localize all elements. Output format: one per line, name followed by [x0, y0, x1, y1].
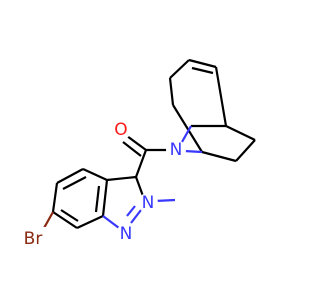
bond-c3-c4-double-a — [188, 58, 217, 69]
bond-c3-c4-double-b — [191, 66, 214, 75]
bond-c4-c5 — [214, 66, 228, 127]
oxygen-label: O — [114, 120, 127, 140]
bond-c1-c2 — [168, 77, 175, 106]
bond-c4-c5-b — [62, 176, 87, 190]
bond-c7-c8 — [201, 150, 237, 163]
bond-c3-c3a — [106, 175, 137, 182]
bond-c3a-c4 — [82, 168, 108, 181]
bond-n-c8 — [183, 149, 203, 154]
bond-n1-n2 — [130, 209, 142, 224]
bond-c3-n2 — [134, 176, 145, 197]
indazole-n1-label: N — [120, 224, 133, 244]
bond-c5-c6 — [51, 182, 59, 213]
bond-carbonyl-c-o-a — [126, 135, 147, 151]
molecule-canvas: O N N N Br — [18, 58, 256, 249]
bond-c7-c7a — [76, 215, 104, 229]
bond-c5-c6 — [225, 125, 256, 141]
bicyclic-ring — [168, 58, 256, 163]
atom-labels: O N N N Br — [18, 120, 186, 249]
bond-n2-methyl — [154, 198, 176, 203]
indazole-ring — [43, 168, 176, 229]
bond-carbonyl-c-o-b — [122, 141, 142, 157]
bond-c7a-c3a — [101, 179, 109, 217]
bond-c6-c7 — [52, 211, 78, 229]
bond-carbonyl-c-ring — [134, 149, 148, 178]
carbonyl-group — [122, 135, 168, 178]
bond-n-c1 — [181, 125, 192, 143]
bond-n1-n2-inner — [126, 205, 136, 217]
molecule-structure: O N N N Br — [18, 58, 256, 249]
bridge-nitrogen-label: N — [170, 140, 183, 160]
indazole-n2-label: N — [142, 193, 155, 213]
bond-c4-c5-a — [56, 168, 84, 184]
bond-c6-c7 — [235, 139, 256, 162]
bond-c6-br — [43, 211, 54, 229]
bond-c7a-n1 — [102, 215, 120, 229]
bond-c6-c7-inner — [60, 209, 79, 222]
bond-c1-c8 — [172, 104, 203, 153]
bond-c2-c3 — [169, 59, 190, 79]
bromine-label: Br — [24, 229, 43, 249]
bond-c7a-c3a-inner — [94, 185, 101, 213]
